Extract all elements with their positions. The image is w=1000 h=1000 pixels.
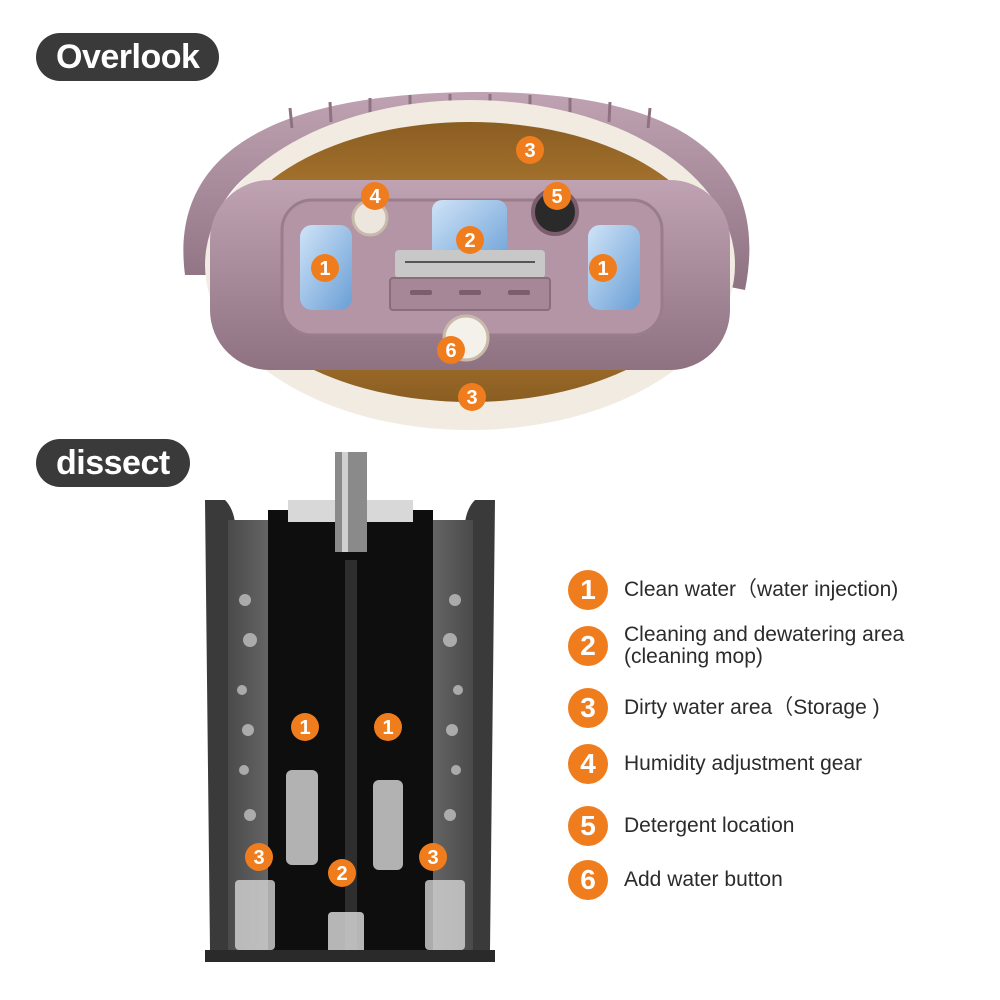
svg-text:5: 5 [551,186,562,208]
legend-label: Add water button [624,868,783,891]
svg-text:6: 6 [445,340,456,362]
center-divider [345,560,357,960]
svg-text:2: 2 [464,230,475,252]
clean-water-block-left [286,770,318,865]
callout-1-top-right [589,254,617,282]
mop-roller [395,250,545,278]
callout-3-top [516,136,544,164]
svg-text:3: 3 [253,847,264,869]
callout-1-cut-left [291,713,319,741]
legend-number: 1 [568,570,608,610]
legend-item-2: 2 Cleaning and dewatering area (cleaning… [568,624,904,668]
svg-text:3: 3 [524,140,535,162]
legend-number: 6 [568,860,608,900]
callout-2-cut [328,859,356,887]
callouts-cutaway: 1 1 3 2 3 [245,713,447,887]
legend-label-main: Cleaning and dewatering area [624,623,905,646]
svg-text:4: 4 [369,186,381,208]
legend-label: Detergent location [624,814,795,837]
clean-water-block-right [373,780,403,870]
legend-item-4: 4 Humidity adjustment gear [568,742,862,786]
mop-head-water [328,912,364,960]
cutaway-base [205,950,495,962]
legend-label: Cleaning and dewatering area (cleaning m… [624,624,904,668]
callout-2-top [456,226,484,254]
callout-1-cut-right [374,713,402,741]
bucket-top-view [183,91,750,430]
callouts-top: 3 4 2 5 1 1 6 3 [311,136,617,411]
svg-text:3: 3 [427,847,438,869]
legend-item-5: 5 Detergent location [568,804,794,848]
legend-number: 2 [568,626,608,666]
svg-text:1: 1 [299,717,310,739]
callout-3-bottom [458,383,486,411]
dissect-section-label: dissect [36,439,190,487]
callout-5 [543,182,571,210]
legend-number: 3 [568,688,608,728]
legend-label-sub: (cleaning mop) [624,645,763,668]
legend-label: Humidity adjustment gear [624,752,863,775]
svg-text:3: 3 [466,387,477,409]
bucket-cutaway [205,452,495,962]
callout-1-top-left [311,254,339,282]
svg-text:1: 1 [319,258,330,280]
mop-pole [335,452,367,552]
legend-number: 5 [568,806,608,846]
svg-text:1: 1 [382,717,393,739]
dirty-water-right [425,880,465,950]
svg-text:2: 2 [336,863,347,885]
legend-label: Dirty water area（Storage ) [624,696,880,719]
callout-6 [437,336,465,364]
legend-item-6: 6 Add water button [568,858,783,902]
water-bubbles [237,594,463,821]
legend-item-1: 1 Clean water（water injection) [568,568,898,612]
overlook-section-label: Overlook [36,33,220,81]
dirty-water-left [235,880,275,950]
callout-3-cut-right [419,843,447,871]
legend-item-3: 3 Dirty water area（Storage ) [568,686,880,730]
callout-3-cut-left [245,843,273,871]
grate-slots [410,290,530,295]
legend-number: 4 [568,744,608,784]
callout-4 [361,182,389,210]
svg-text:1: 1 [597,258,608,280]
legend-label: Clean water（water injection) [624,578,899,601]
